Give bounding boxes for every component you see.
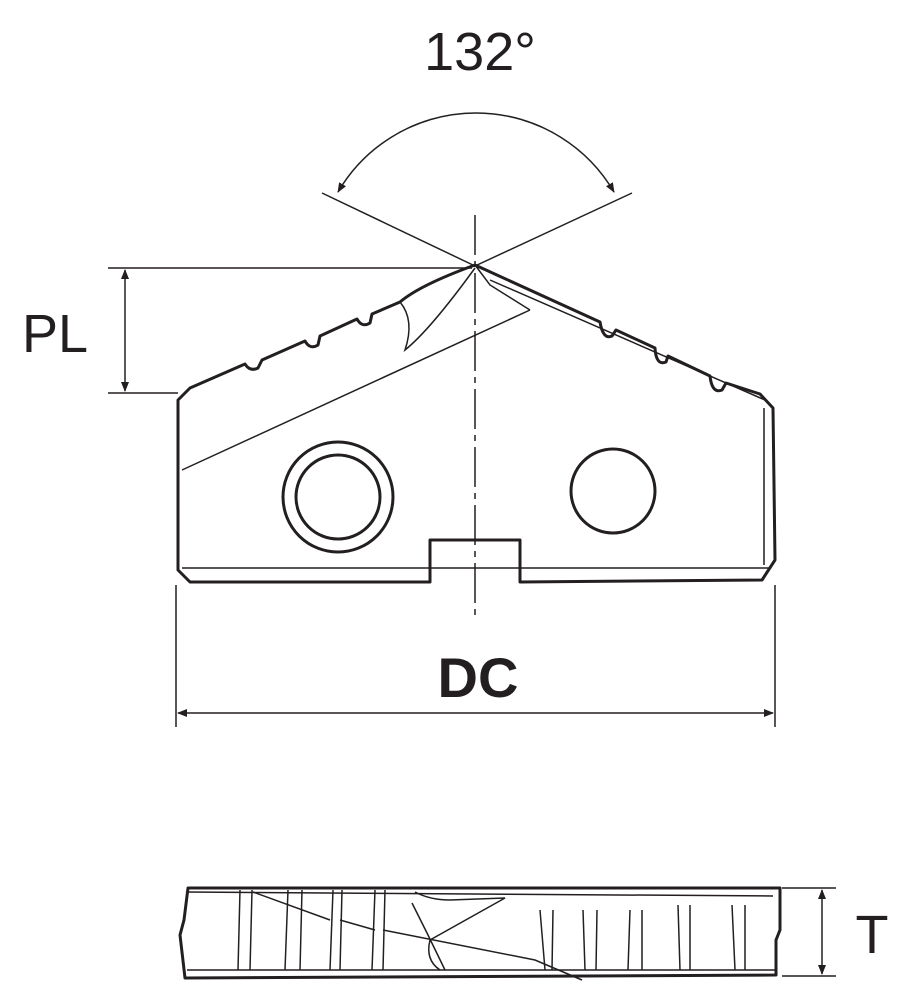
mounting-hole-right [569,447,657,535]
pl-label: PL [22,304,88,364]
mounting-hole-left [281,440,395,554]
insert-side-view [178,886,782,981]
angle-dimension: 132° [321,22,633,267]
t-label: T [856,905,889,965]
dc-dimension: DC [175,585,776,727]
dc-label: DC [438,646,519,709]
t-dimension: T [782,887,889,977]
angle-label: 132° [424,22,536,82]
pl-dimension: PL [22,267,472,394]
insert-front-view [176,263,777,584]
